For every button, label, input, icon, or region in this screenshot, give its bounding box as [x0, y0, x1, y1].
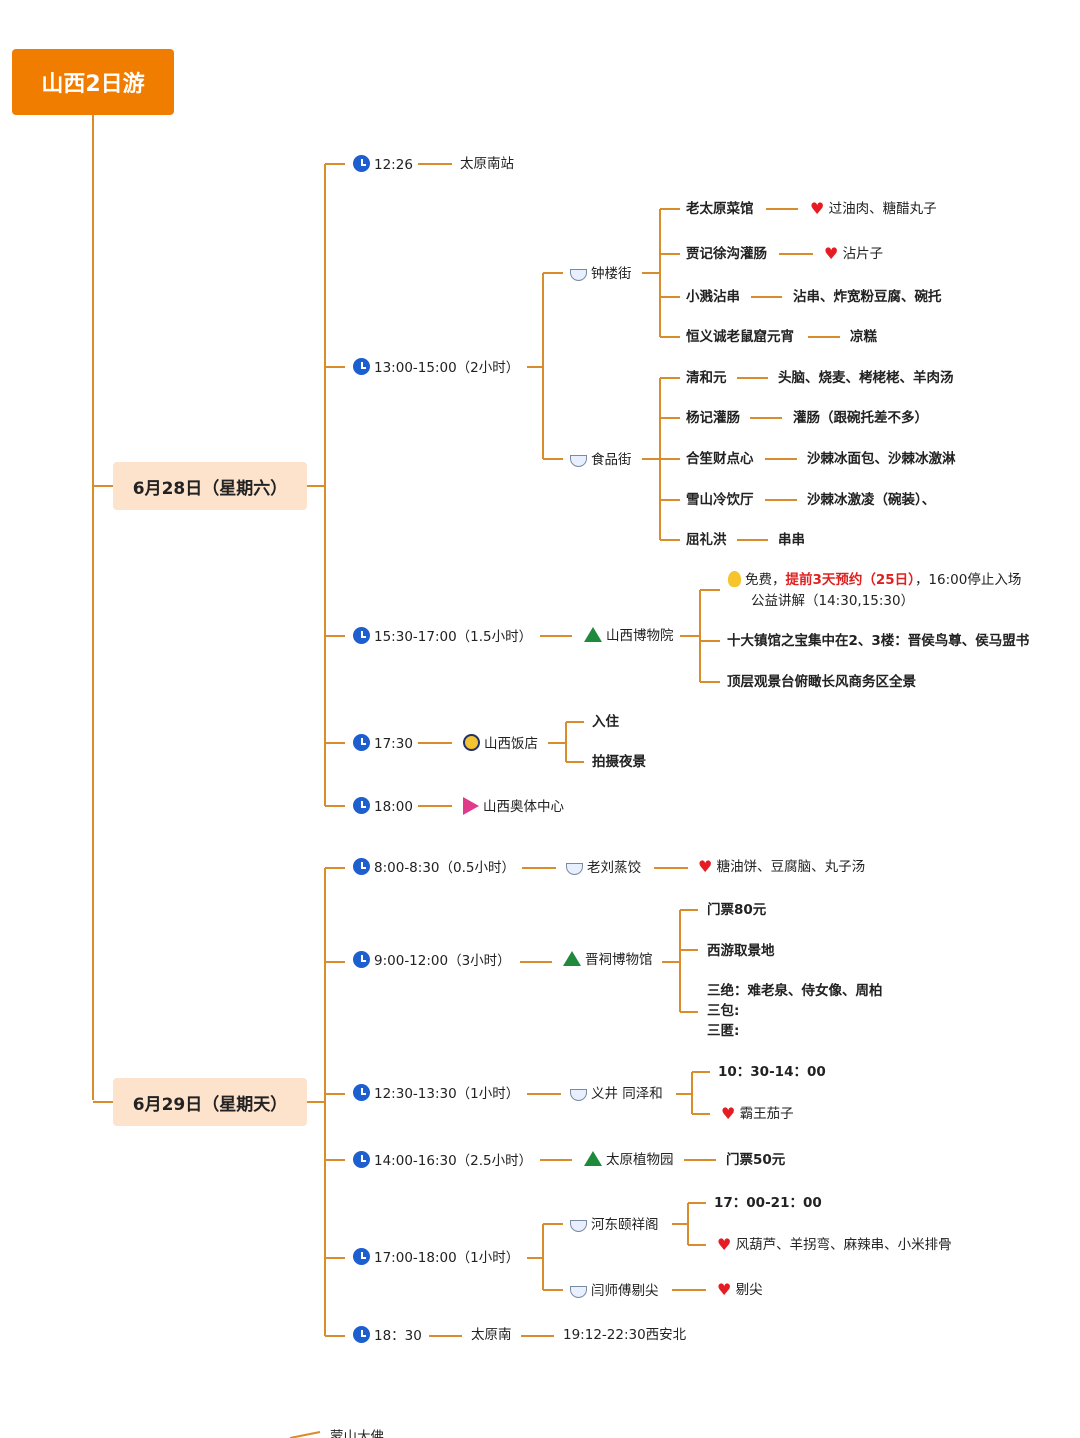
time-14-00: 14:00-16:30（2.5小时）: [353, 1151, 532, 1170]
alarm-clock-icon: [353, 858, 370, 875]
shop-name: 雪山冷饮厅: [686, 492, 754, 508]
shop-food: ♥ 沾片子: [824, 244, 884, 263]
shop-name: 合笙财点心: [686, 451, 754, 467]
time-17-00: 17:00-18:00（1小时）: [353, 1248, 519, 1267]
time-12-30: 12:30-13:30（1小时）: [353, 1084, 519, 1103]
party-popper-icon: [463, 797, 479, 815]
time-12-26: 12:26: [353, 155, 413, 174]
place-laoliu: 老刘蒸饺: [566, 858, 641, 877]
bowl-icon: [570, 269, 587, 281]
alarm-clock-icon: [353, 1248, 370, 1265]
time-9-00: 9:00-12:00（3小时）: [353, 951, 511, 970]
shop-food: 沙棘冰面包、沙棘冰激淋: [807, 451, 956, 467]
heart-icon: ♥: [810, 199, 825, 218]
place-yijing: 义井 同泽和: [570, 1084, 663, 1103]
sub-checkin: 入住: [592, 714, 619, 730]
note-sanbao: 三包:: [707, 1003, 740, 1019]
place-hedong: 河东颐祥阁: [570, 1215, 659, 1234]
heart-icon: ♥: [717, 1280, 732, 1299]
heart-icon: ♥: [717, 1235, 732, 1254]
place-yanshifu: 闫师傅剔尖: [570, 1281, 659, 1300]
note-treasure: 十大镇馆之宝集中在2、3楼：晋侯鸟尊、侯马盟书: [727, 633, 1030, 649]
footer-partial-text: 蒙山大佛: [330, 1429, 384, 1438]
heart-icon: ♥: [824, 244, 839, 263]
street-shipin: 食品街: [570, 450, 632, 469]
alarm-clock-icon: [353, 951, 370, 968]
bowl-icon: [570, 1220, 587, 1232]
heart-icon: ♥: [698, 857, 713, 876]
place-shanxi-museum: 山西博物院: [584, 627, 674, 645]
note-free: 免费，提前3天预约（25日），16:00停止入场: [728, 571, 1021, 589]
shop-food: 串串: [778, 532, 805, 548]
alarm-clock-icon: [353, 1326, 370, 1343]
shop-name: 恒义诚老鼠窟元宵: [686, 329, 794, 345]
street-zhonglou: 钟楼街: [570, 264, 632, 283]
footer-link: [289, 1431, 321, 1438]
place-shanxi-hotel: 山西饭店: [463, 734, 538, 753]
shop-food: 凉糕: [850, 329, 877, 345]
note-ticket: 门票80元: [707, 902, 767, 918]
food-yijing: ♥ 霸王茄子: [721, 1104, 794, 1123]
alarm-clock-icon: [353, 155, 370, 172]
place-taiyuan-south: 太原南站: [460, 156, 514, 172]
day1-node: 6月28日（星期六）: [113, 462, 307, 510]
food-yanshifu: ♥ 剔尖: [717, 1280, 763, 1299]
alarm-clock-icon: [353, 1151, 370, 1168]
time-8-00: 8:00-8:30（0.5小时）: [353, 858, 515, 877]
time-18-30: 18：30: [353, 1326, 422, 1345]
note-spot: 西游取景地: [707, 943, 775, 959]
bowl-icon: [570, 1089, 587, 1101]
note-sanjue: 三绝：难老泉、侍女像、周柏: [707, 983, 883, 999]
alarm-clock-icon: [353, 627, 370, 644]
time-13-15: 13:00-15:00（2小时）: [353, 358, 519, 377]
place-jinci: 晋祠博物馆: [563, 951, 653, 969]
moon-icon: [463, 734, 480, 751]
shop-name: 屈礼洪: [686, 532, 727, 548]
time-18-00: 18:00: [353, 797, 413, 816]
food-hedong: ♥ 风葫芦、羊拐弯、麻辣串、小米排骨: [717, 1235, 952, 1254]
time-17-30: 17:30: [353, 734, 413, 753]
shop-name: 贾记徐沟灌肠: [686, 246, 767, 262]
shop-name: 清和元: [686, 370, 727, 386]
food-laoliu: ♥ 糖油饼、豆腐脑、丸子汤: [698, 857, 866, 876]
alarm-clock-icon: [353, 1084, 370, 1101]
note-top: 顶层观景台俯瞰长风商务区全景: [727, 674, 916, 690]
train-time: 19:12-22:30西安北: [563, 1327, 687, 1343]
mountain-icon: [584, 627, 602, 642]
shop-name: 杨记灌肠: [686, 410, 740, 426]
ticket-botanic: 门票50元: [726, 1152, 786, 1168]
lightbulb-icon: [728, 571, 741, 587]
heart-icon: ♥: [721, 1104, 736, 1123]
sub-night: 拍摄夜景: [592, 754, 646, 770]
bowl-icon: [570, 1286, 587, 1298]
bowl-icon: [570, 455, 587, 467]
shop-food: 沾串、炸宽粉豆腐、碗托: [793, 289, 942, 305]
shop-food: 灌肠（跟碗托差不多）: [793, 410, 928, 426]
shop-food: ♥ 过油肉、糖醋丸子: [810, 199, 937, 218]
alarm-clock-icon: [353, 358, 370, 375]
alarm-clock-icon: [353, 797, 370, 814]
shop-name: 小溅沾串: [686, 289, 740, 305]
day2-node: 6月29日（星期天）: [113, 1078, 307, 1126]
place-botanic: 太原植物园: [584, 1151, 674, 1169]
hours-yijing: 10：30-14：00: [718, 1064, 826, 1080]
hours-hedong: 17：00-21：00: [714, 1195, 822, 1211]
shop-food: 头脑、烧麦、栲栳栳、羊肉汤: [778, 370, 954, 386]
place-taiyuan-south-2: 太原南: [471, 1327, 512, 1343]
shop-name: 老太原菜馆: [686, 201, 754, 217]
place-olympic: 山西奥体中心: [463, 797, 564, 816]
note-sanni: 三匿:: [707, 1023, 740, 1039]
bowl-icon: [566, 863, 583, 875]
root-title: 山西2日游: [12, 49, 174, 115]
alarm-clock-icon: [353, 734, 370, 751]
shop-food: 沙棘冰激凌（碗装）、: [807, 492, 936, 508]
time-15-30: 15:30-17:00（1.5小时）: [353, 627, 532, 646]
mountain-icon: [584, 1151, 602, 1166]
note-lecture: 公益讲解（14:30,15:30）: [751, 593, 915, 609]
mountain-icon: [563, 951, 581, 966]
